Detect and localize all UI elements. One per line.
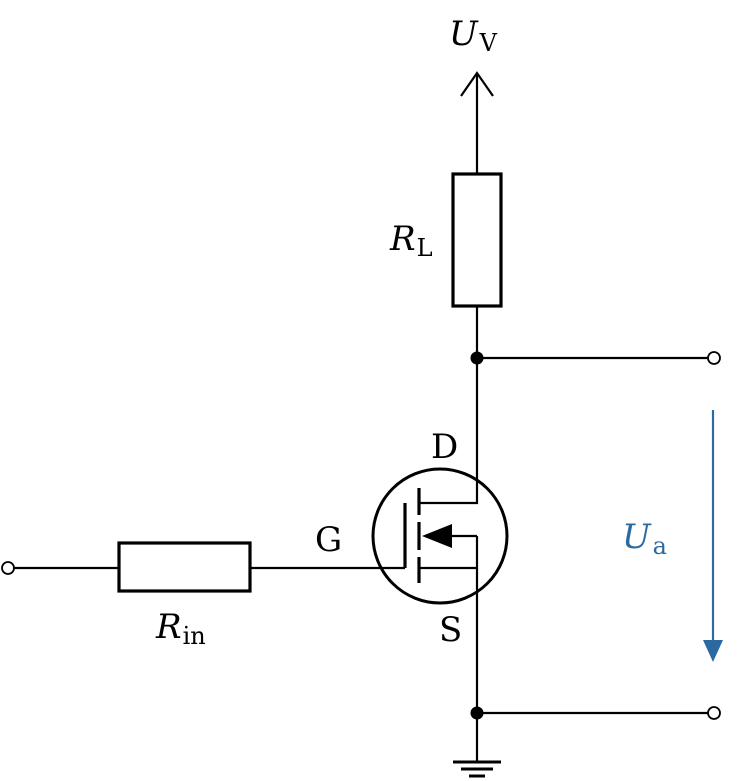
output-bottom-terminal-icon[interactable]: [707, 706, 721, 720]
ground-icon: [453, 760, 501, 778]
load-resistor: [451, 172, 503, 308]
mosfet-arrow-icon: [422, 524, 452, 548]
drain-label: D: [431, 427, 458, 467]
mosfet-symbol: [371, 444, 509, 605]
output-voltage-arrow-icon: [703, 410, 723, 662]
junction-dot-icon: [470, 351, 484, 365]
supply-label: UV: [449, 14, 498, 57]
source-label: S: [439, 610, 462, 650]
output-top-terminal-icon[interactable]: [707, 351, 721, 365]
input-terminal-icon[interactable]: [1, 561, 15, 575]
junction-dot-icon: [470, 706, 484, 720]
load-resistor-label: RL: [389, 219, 433, 262]
supply-arrow-icon: [460, 71, 494, 174]
gate-label: G: [315, 520, 342, 560]
input-resistor-label: Rin: [155, 607, 206, 650]
output-voltage-label: Ua: [622, 517, 667, 560]
input-resistor: [117, 541, 252, 593]
mosfet-body: [371, 467, 509, 605]
